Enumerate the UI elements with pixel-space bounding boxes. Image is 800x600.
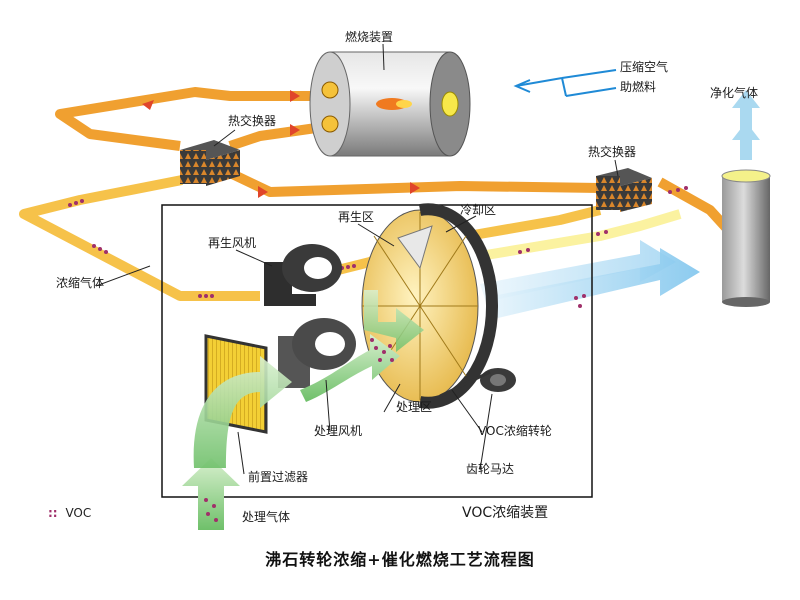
- process-fan: [278, 318, 356, 388]
- cooling-gas-loop: [479, 209, 682, 261]
- label-gear-motor: 齿轮马达: [466, 462, 515, 476]
- clean-air-outlet-arrows: [480, 240, 700, 318]
- diagram-title: 沸石转轮浓缩+催化燃烧工艺流程图: [265, 550, 535, 569]
- label-auxiliary-fuel: 助燃料: [620, 80, 657, 94]
- leader-lines: [95, 43, 619, 475]
- gear-motor: [439, 368, 516, 398]
- regeneration-fan: [264, 244, 342, 306]
- clean-air-voc-dots: [574, 294, 586, 308]
- hot-gas-flow-arrows: [142, 90, 420, 198]
- label-inlet-gas: 处理气体: [242, 510, 291, 524]
- voc-dot-icon: ::: [48, 506, 58, 520]
- label-voc-unit: VOC浓缩装置: [462, 505, 549, 521]
- label-heat-exchanger-left: 热交换器: [228, 114, 277, 128]
- label-regeneration-zone: 再生区: [338, 210, 375, 224]
- voc-concentrator-frame: [161, 204, 593, 498]
- heat-exchanger-left: [180, 140, 240, 186]
- label-cooling-zone: 冷却区: [460, 203, 497, 217]
- concentrated-gas-voc-dots: [68, 199, 356, 298]
- inlet-air-arrow: [182, 290, 424, 530]
- inlet-air-voc-dots: [204, 338, 394, 522]
- clean-gas-arrow: [732, 90, 760, 160]
- label-compressed-air: 压缩空气: [620, 60, 669, 74]
- heat-exchanger-right: [596, 168, 652, 212]
- air-fuel-inlet: [513, 69, 617, 97]
- label-process-fan: 处理风机: [314, 424, 363, 438]
- legend-label: VOC: [65, 506, 92, 520]
- combustion-unit: [309, 51, 471, 157]
- cooling-gas-voc-dots: [518, 186, 688, 254]
- legend: :: VOC: [48, 506, 91, 520]
- label-pre-filter: 前置过滤器: [248, 470, 309, 484]
- label-concentrated-gas: 浓缩气体: [56, 276, 105, 290]
- label-heat-exchanger-right: 热交换器: [588, 145, 637, 159]
- label-process-zone: 处理区: [396, 400, 433, 414]
- label-voc-rotor: VOC浓缩转轮: [478, 424, 552, 438]
- exhaust-stack: [721, 169, 771, 307]
- label-combustion-unit: 燃烧装置: [345, 30, 394, 44]
- label-clean-gas: 净化气体: [710, 86, 759, 100]
- label-regeneration-fan: 再生风机: [208, 236, 257, 250]
